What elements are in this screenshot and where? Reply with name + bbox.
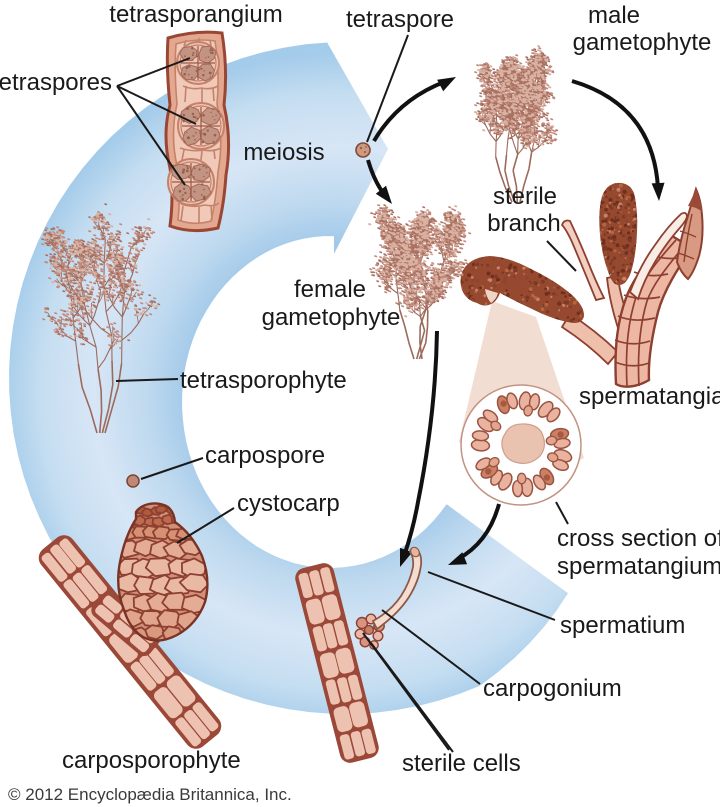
svg-text:spermatangium: spermatangium xyxy=(557,553,720,580)
svg-text:tetraspore: tetraspore xyxy=(346,6,454,33)
svg-text:cystocarp: cystocarp xyxy=(237,490,340,517)
svg-text:spermatangia: spermatangia xyxy=(579,383,720,410)
svg-text:branch: branch xyxy=(487,210,560,237)
svg-text:male: male xyxy=(588,2,640,29)
svg-text:carposporophyte: carposporophyte xyxy=(62,747,241,774)
svg-text:© 2012 Encyclopædia Britannica: © 2012 Encyclopædia Britannica, Inc. xyxy=(8,785,292,804)
svg-text:cross section of: cross section of xyxy=(557,525,720,552)
svg-text:carpospore: carpospore xyxy=(205,442,325,469)
svg-text:tetraspores: tetraspores xyxy=(0,69,112,96)
svg-text:female: female xyxy=(294,276,366,303)
svg-text:gametophyte: gametophyte xyxy=(573,29,712,56)
svg-text:spermatium: spermatium xyxy=(560,612,685,639)
svg-text:sterile cells: sterile cells xyxy=(402,750,521,777)
svg-text:carpogonium: carpogonium xyxy=(483,675,622,702)
svg-text:meiosis: meiosis xyxy=(243,139,324,166)
svg-text:tetrasporangium: tetrasporangium xyxy=(109,1,282,28)
svg-text:gametophyte: gametophyte xyxy=(262,304,401,331)
svg-text:sterile: sterile xyxy=(493,183,557,210)
svg-text:tetrasporophyte: tetrasporophyte xyxy=(180,367,347,394)
